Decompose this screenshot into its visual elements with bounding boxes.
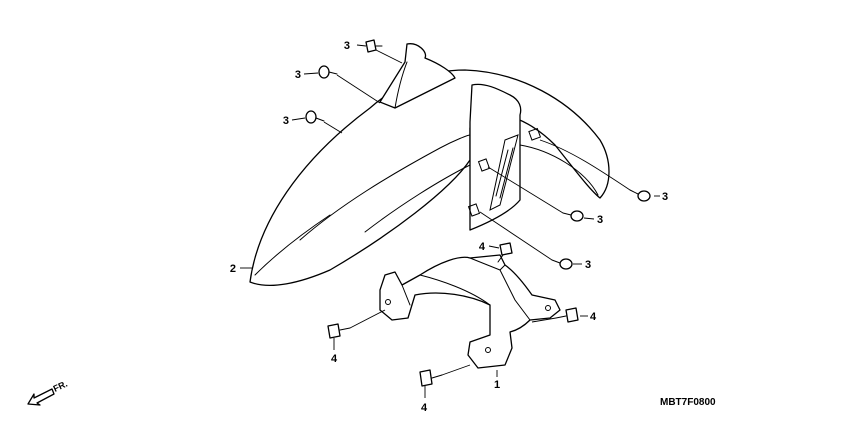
fender-decal xyxy=(489,134,519,211)
leader-lines xyxy=(240,44,660,398)
bolt-3-right xyxy=(629,189,651,202)
callout-3: 3 xyxy=(662,191,668,203)
direction-label: FR. xyxy=(52,379,69,394)
bolt-3-center xyxy=(562,210,584,222)
callout-4: 4 xyxy=(331,353,338,365)
bracket-hole xyxy=(385,299,391,305)
callout-4: 4 xyxy=(479,241,486,253)
front-direction-arrow: FR. xyxy=(27,379,69,406)
callout-3: 3 xyxy=(283,115,289,127)
fender-stay-bracket xyxy=(379,254,561,369)
callout-4: 4 xyxy=(590,311,597,323)
bolt-3-upper xyxy=(318,65,338,79)
bolt-4-left xyxy=(327,323,351,339)
diagram-code: MBT7F0800 xyxy=(660,397,716,408)
bolt-3-middle xyxy=(305,110,325,124)
callout-3: 3 xyxy=(295,69,301,81)
callout-1: 1 xyxy=(494,379,500,391)
front-fender xyxy=(249,43,610,287)
mount-hole xyxy=(528,127,542,141)
bolt-3-lower xyxy=(551,258,573,270)
callout-3: 3 xyxy=(585,259,591,271)
bracket-hole xyxy=(545,305,551,311)
callout-2: 2 xyxy=(230,263,236,275)
bracket-hole xyxy=(485,347,491,353)
bolt-3-top xyxy=(365,39,383,53)
callout-3: 3 xyxy=(597,214,603,226)
mount-hole xyxy=(467,203,481,217)
bolt-4-right xyxy=(555,307,579,323)
callout-3: 3 xyxy=(344,40,350,52)
mount-hole xyxy=(477,158,491,172)
bolt-4-top xyxy=(497,242,513,263)
bolt-4-bottom xyxy=(419,369,443,387)
callout-4: 4 xyxy=(421,402,428,414)
